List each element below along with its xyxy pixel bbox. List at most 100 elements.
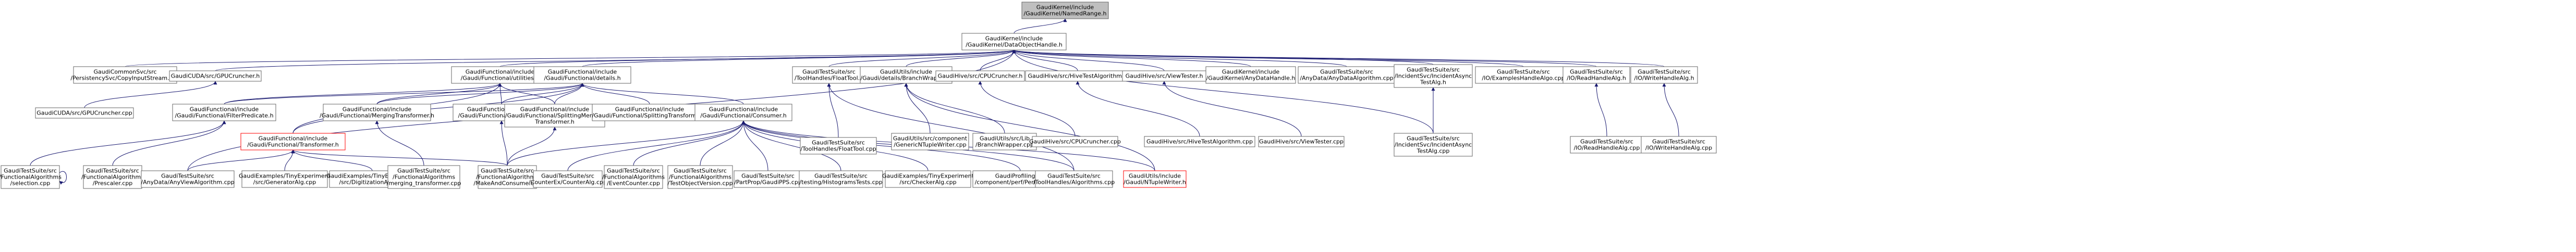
file-node-incident-async-cpp[interactable]: GaudiTestSuite/src/IncidentSvc/IncidentA… — [1394, 133, 1473, 157]
node-box[interactable] — [799, 170, 883, 188]
file-node-generator-alg[interactable]: GaudiExamples/TinyExperiment/src/Generat… — [239, 170, 331, 188]
node-label-line: /PartProp/GaudiPPS.cpp — [734, 179, 802, 186]
node-box[interactable] — [592, 104, 707, 121]
file-node-view-tester-h[interactable]: GaudiHive/src/ViewTester.h — [1122, 70, 1206, 82]
node-box[interactable] — [533, 170, 603, 188]
node-box[interactable] — [891, 133, 969, 150]
file-node-float-tool-cpp[interactable]: GaudiTestSuite/src/ToolHandles/FloatTool… — [800, 137, 877, 155]
node-box[interactable] — [1032, 136, 1118, 147]
file-node-splitting-transformer[interactable]: GaudiFunctional/include/Gaudi/Functional… — [592, 104, 707, 121]
node-box[interactable] — [935, 70, 1025, 82]
file-node-view-tester-cpp[interactable]: GaudiHive/src/ViewTester.cpp — [1258, 136, 1345, 147]
node-label-line: GaudiTestSuite/src — [397, 168, 450, 174]
node-label-line: GaudiUtils/include — [1129, 173, 1181, 180]
node-label-line: /Gaudi/Functional/SplittingMerging — [505, 112, 604, 119]
file-node-examples-handle[interactable]: GaudiTestSuite/src/IO/ExamplesHandleAlgo… — [1475, 66, 1572, 84]
file-node-named-range[interactable]: GaudiKernel/include/GaudiKernel/NamedRan… — [1021, 2, 1109, 19]
node-label-line: GaudiTestSuite/src — [1570, 69, 1623, 75]
node-box[interactable] — [1205, 66, 1296, 84]
node-box[interactable] — [1258, 136, 1345, 147]
node-box[interactable] — [1630, 66, 1698, 84]
node-box[interactable] — [604, 165, 663, 189]
node-box[interactable] — [972, 133, 1037, 150]
dependency-edge — [112, 120, 226, 166]
file-node-any-view-alg[interactable]: GaudiTestSuite/src/AnyData/AnyViewAlgori… — [141, 170, 235, 188]
file-node-any-data-handle[interactable]: GaudiKernel/include/GaudiKernel/AnyDataH… — [1205, 66, 1296, 84]
node-box[interactable] — [241, 170, 328, 188]
node-box[interactable] — [240, 133, 346, 150]
node-box[interactable] — [1298, 66, 1396, 84]
file-node-selection[interactable]: GaudiTestSuite/src/FunctionalAlgorithms/… — [0, 165, 62, 189]
dependency-edge — [700, 120, 746, 166]
file-node-checker-alg[interactable]: GaudiExamples/TinyExperiment/src/Checker… — [882, 170, 974, 188]
node-box[interactable] — [1394, 64, 1473, 88]
node-box[interactable] — [451, 66, 549, 84]
node-box[interactable] — [172, 104, 276, 121]
file-node-write-handle-h[interactable]: GaudiTestSuite/src/IO/WriteHandleAlg.h — [1630, 66, 1698, 84]
node-box[interactable] — [141, 170, 235, 188]
file-node-splitting-merging[interactable]: GaudiFunctional/include/Gaudi/Functional… — [504, 104, 605, 128]
file-node-float-tool-h[interactable]: GaudiTestSuite/src/ToolHandles/FloatTool… — [792, 66, 866, 84]
file-node-read-handle-h[interactable]: GaudiTestSuite/src/IO/ReadHandleAlg.h — [1562, 66, 1630, 84]
node-box[interactable] — [478, 165, 537, 189]
node-box[interactable] — [1035, 170, 1113, 188]
file-node-any-data-alg[interactable]: GaudiTestSuite/src/AnyData/AnyDataAlgori… — [1298, 66, 1396, 84]
file-node-incident-async-h[interactable]: GaudiTestSuite/src/IncidentSvc/IncidentA… — [1394, 64, 1473, 88]
node-box[interactable] — [734, 170, 802, 188]
node-label-line: /Gaudi/Functional/FilterPredicate.h — [175, 112, 273, 119]
file-node-tool-handles-alg[interactable]: GaudiTestSuite/src/ToolHandles/Algorithm… — [1033, 170, 1115, 188]
file-node-data-handle[interactable]: GaudiKernel/include/GaudiKernel/DataObje… — [961, 33, 1067, 51]
file-node-cpu-cruncher-h[interactable]: GaudiHive/src/CPUCruncher.h — [935, 70, 1025, 82]
file-node-gpu-cruncher-cpp[interactable]: GaudiCUDA/src/GPUCruncher.cpp — [35, 107, 134, 119]
file-node-hive-test-alg-h[interactable]: GaudiHive/src/HiveTestAlgorithm.h — [1025, 70, 1130, 82]
dependency-edge — [125, 49, 1016, 67]
node-box[interactable] — [323, 104, 431, 121]
node-box[interactable] — [694, 104, 792, 121]
node-box[interactable] — [1475, 66, 1572, 84]
dependency-edge — [1012, 49, 1165, 71]
node-box[interactable] — [1562, 66, 1630, 84]
node-box[interactable] — [1144, 136, 1255, 147]
node-box[interactable] — [387, 165, 460, 189]
node-box[interactable] — [169, 70, 262, 82]
dependency-edge — [499, 120, 508, 166]
file-node-filter-predicate[interactable]: GaudiFunctional/include/Gaudi/Functional… — [172, 104, 276, 121]
node-box[interactable] — [1021, 2, 1109, 19]
file-node-transformer[interactable]: GaudiFunctional/include/Gaudi/Functional… — [240, 133, 346, 150]
file-node-prescaler[interactable]: GaudiTestSuite/src/FunctionalAlgorithms/… — [81, 165, 144, 189]
file-node-merging-transformer-cpp[interactable]: GaudiTestSuite/src/FunctionalAlgorithms/… — [387, 165, 461, 189]
node-box[interactable] — [533, 66, 631, 84]
file-node-generic-ntuple[interactable]: GaudiUtils/src/component/GenericNTupleWr… — [891, 133, 969, 150]
node-box[interactable] — [35, 107, 134, 119]
node-box[interactable] — [667, 165, 733, 189]
node-box[interactable] — [961, 33, 1067, 51]
file-node-write-handle-cpp[interactable]: GaudiTestSuite/src/IO/WriteHandleAlg.cpp — [1641, 136, 1717, 154]
file-node-ntuple-writer[interactable]: GaudiUtils/include/Gaudi/NTupleWriter.h — [1123, 170, 1187, 188]
file-node-func-details[interactable]: GaudiFunctional/include/Gaudi/Functional… — [533, 66, 631, 84]
node-box[interactable] — [1641, 136, 1717, 154]
node-box[interactable] — [1394, 133, 1473, 157]
file-node-test-objversion[interactable]: GaudiTestSuite/src/FunctionalAlgorithms/… — [667, 165, 733, 189]
file-node-gpu-cruncher-h[interactable]: GaudiCUDA/src/GPUCruncher.h — [169, 70, 262, 82]
file-node-histograms-tests[interactable]: GaudiTestSuite/src/testing/HistogramsTes… — [799, 170, 883, 188]
file-node-counter-alg[interactable]: GaudiTestSuite/src/CounterEx/CounterAlg.… — [529, 170, 607, 188]
file-node-branch-wrapper-cpp[interactable]: GaudiUtils/src/Lib/BranchWrapper.cpp — [972, 133, 1037, 150]
file-node-merging-transformer[interactable]: GaudiFunctional/include/Gaudi/Functional… — [320, 104, 434, 121]
node-box[interactable] — [1570, 136, 1644, 154]
file-node-cpu-cruncher-cpp[interactable]: GaudiHive/src/CPUCruncher.cpp — [1029, 136, 1121, 147]
file-node-consumer[interactable]: GaudiFunctional/include/Gaudi/Functional… — [694, 104, 792, 121]
file-node-func-utilities[interactable]: GaudiFunctional/include/Gaudi/Functional… — [451, 66, 549, 84]
file-node-make-and-consume[interactable]: GaudiTestSuite/src/FunctionalAlgorithms/… — [473, 165, 541, 189]
file-node-event-counter[interactable]: GaudiTestSuite/src/FunctionalAlgorithms/… — [602, 165, 665, 189]
node-box[interactable] — [885, 170, 971, 188]
file-node-read-handle-cpp[interactable]: GaudiTestSuite/src/IO/ReadHandleAlg.cpp — [1570, 136, 1644, 154]
node-box[interactable] — [792, 66, 866, 84]
node-box[interactable] — [504, 104, 605, 128]
node-box[interactable] — [1123, 170, 1187, 188]
file-node-hive-test-alg-cpp[interactable]: GaudiHive/src/HiveTestAlgorithm.cpp — [1144, 136, 1255, 147]
file-node-part-prop[interactable]: GaudiTestSuite/src/PartProp/GaudiPPS.cpp — [734, 170, 802, 188]
node-box[interactable] — [800, 137, 877, 155]
node-box[interactable] — [1, 165, 60, 189]
file-node-persistency[interactable]: GaudiCommonSvc/src/PersistencySvc/CopyIn… — [70, 66, 180, 84]
node-box[interactable] — [83, 165, 142, 189]
